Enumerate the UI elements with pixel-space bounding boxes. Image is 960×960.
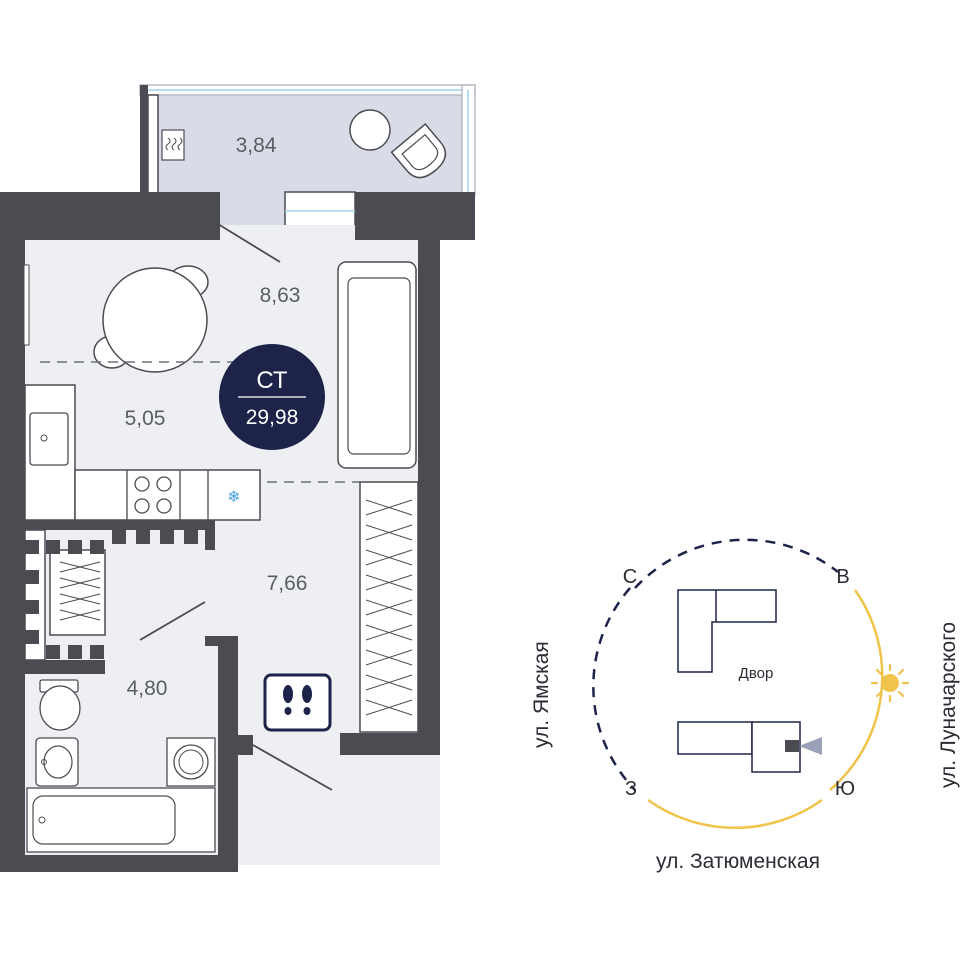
sink-drain	[40, 434, 48, 442]
area-hall: 7,66	[267, 572, 308, 595]
building-south-left	[677, 721, 753, 755]
vent-shaft-left	[24, 529, 46, 661]
dining-table	[102, 267, 208, 373]
compass-north: С	[623, 566, 637, 588]
buildings	[677, 589, 801, 773]
yard-label: Двор	[739, 665, 774, 682]
view-direction-icon	[799, 737, 822, 755]
wall-left	[0, 192, 25, 872]
balcony-table	[349, 109, 391, 151]
apartment-marker	[785, 740, 799, 752]
wall-bathroom-right	[218, 636, 238, 872]
compass-south: Ю	[835, 778, 855, 800]
area-balcony: 3,84	[236, 134, 277, 157]
wall-kitchen-stub	[205, 520, 215, 550]
area-kitchen: 5,05	[125, 407, 166, 430]
kitchen-counter: ❄	[24, 384, 261, 521]
stove	[134, 476, 172, 514]
wall-top-right	[355, 192, 475, 240]
wall-bottom	[0, 855, 238, 872]
entrance-door-leaf	[252, 744, 333, 791]
street-left: ул. Ямская	[530, 641, 553, 748]
wardrobe	[359, 481, 419, 733]
street-bottom: ул. Затюменская	[656, 850, 820, 873]
shaft-blocks	[25, 530, 198, 659]
bathroom-door-leaf	[139, 601, 206, 641]
snowflake-icon: ❄	[227, 487, 240, 506]
wall-bathroom-top	[25, 660, 105, 674]
compass-arc-west	[592, 587, 636, 791]
sun-arc-south	[647, 798, 823, 829]
wall-bath-top-right	[205, 636, 238, 646]
building-north	[677, 589, 777, 673]
street-right: ул. Луначарского	[937, 622, 960, 788]
dining-set	[93, 265, 209, 373]
toilet-bowl	[39, 685, 81, 731]
badge-total-area: 29,98	[246, 406, 299, 429]
radiator-icon	[165, 137, 183, 151]
area-living: 8,63	[260, 284, 301, 307]
window-left	[23, 264, 30, 346]
shaft-hatching	[59, 561, 101, 621]
lounge-chair	[390, 123, 447, 179]
balcony	[139, 84, 476, 231]
wall-door-jamb	[238, 735, 253, 755]
badge-type: СТ	[256, 367, 288, 394]
compass-arc-north	[634, 538, 839, 589]
compass-west: З	[625, 778, 637, 800]
vent-shaft	[24, 529, 106, 661]
washbasin-bowl	[43, 745, 73, 779]
compass-east: В	[836, 566, 849, 588]
bathtub-drain	[38, 816, 46, 824]
apartment-badge: СТ 29,98	[219, 344, 325, 450]
sofa	[337, 261, 417, 469]
kitchen-sink	[29, 412, 69, 466]
wall-bottom-right	[340, 733, 440, 755]
entrance-footprints-icon	[263, 673, 332, 732]
sun-icon	[870, 663, 910, 703]
balcony-door-leaf	[217, 223, 281, 263]
sun-arc-east	[829, 589, 884, 791]
wall-kitchen-bottom	[25, 520, 215, 530]
washing-machine-door	[178, 749, 204, 775]
walls	[0, 192, 475, 872]
washing-machine-drum	[173, 744, 209, 780]
area-bathroom: 4,80	[127, 677, 168, 700]
washing-machine	[166, 737, 216, 787]
wall-top-left	[0, 192, 220, 240]
wall-right	[418, 225, 440, 755]
bathtub-basin	[32, 795, 176, 845]
balcony-left-wall	[140, 85, 148, 195]
site-compass: Двор С В Ю З ул. Ямская ул. Луначарского…	[530, 538, 960, 873]
bathroom-fixtures	[26, 679, 216, 853]
vent-shaft-inner	[49, 549, 106, 636]
balcony-left-frame	[147, 94, 159, 196]
washbasin-tap	[41, 759, 47, 765]
